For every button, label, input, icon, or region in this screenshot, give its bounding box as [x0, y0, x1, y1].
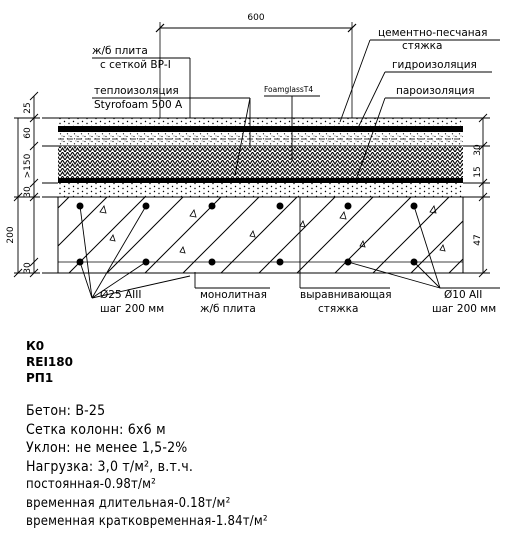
label-rc-slab-2: с сеткой ВР-I	[100, 59, 171, 71]
label-waterproofing: гидроизоляция	[392, 59, 477, 71]
dim-right-15: 15	[473, 166, 483, 177]
label-leveling-1: выравнивающая	[300, 289, 392, 301]
dim-600: 600	[247, 13, 264, 23]
label-styrofoam: Styrofoam 500 A	[94, 99, 183, 111]
spec-slope: Уклон: не менее 1,5-2%	[26, 440, 188, 456]
label-leveling-2: стяжка	[318, 303, 358, 315]
spec-column-grid: Сетка колонн: 6х6 м	[26, 421, 166, 438]
rating-k0: К0	[26, 339, 45, 353]
dim-30b: 30	[23, 262, 33, 274]
layer-membranes	[42, 126, 470, 147]
label-monolithic-1: монолитная	[200, 289, 267, 301]
dim-60: 60	[23, 127, 33, 139]
fire-ratings: К0 REI180 РП1	[26, 338, 73, 386]
rating-rei: REI180	[26, 355, 73, 369]
label-thermal-insulation: теплоизоляция	[94, 85, 179, 97]
label-vapor-barrier: пароизоляция	[396, 85, 475, 97]
spec-concrete: Бетон: В-25	[26, 403, 106, 419]
leaders-top	[92, 39, 500, 181]
rating-rp: РП1	[26, 371, 54, 385]
label-rebar-left-2: шаг 200 мм	[100, 303, 164, 315]
dimension-left	[13, 91, 40, 278]
dim-25: 25	[23, 102, 33, 113]
dim-right-30: 30	[473, 144, 483, 156]
label-rc-slab-1: ж/б плита	[92, 45, 148, 57]
label-rebar-right-1: Ø10 AII	[444, 289, 482, 301]
label-monolithic-2: ж/б плита	[200, 303, 256, 315]
leaders-bottom	[79, 197, 500, 299]
label-foamglass: FoamglassT4	[264, 85, 313, 94]
dim-200: 200	[6, 226, 16, 243]
layer-insulation	[42, 146, 470, 184]
layer-leveling-screed	[42, 183, 470, 198]
label-rebar-left-1: Ø25 AIII	[100, 289, 141, 301]
dim-30a: 30	[23, 186, 33, 198]
spec-permanent-load: постоянная-0.98т/м²	[26, 477, 157, 492]
spec-long-term-load: временная длительная-0.18т/м²	[26, 495, 231, 511]
layer-rc-slab	[42, 196, 470, 274]
layer-cement-screed	[42, 117, 470, 126]
dim-150: >150	[23, 153, 33, 178]
spec-short-term-load: временная кратковременная-1.84т/м²	[26, 514, 268, 529]
label-cement-screed-1: цементно-песчаная	[378, 27, 487, 39]
spec-load: Нагрузка: 3,0 т/м², в.т.ч.	[26, 458, 194, 475]
specifications: Бетон: В-25 Сетка колонн: 6х6 м Уклон: н…	[26, 402, 268, 532]
label-rebar-right-2: шаг 200 мм	[432, 303, 496, 315]
label-cement-screed-2: стяжка	[402, 40, 442, 52]
roof-section-drawing: 600	[6, 13, 500, 315]
dim-right-47: 47	[473, 234, 483, 245]
dimension-right	[470, 113, 490, 278]
